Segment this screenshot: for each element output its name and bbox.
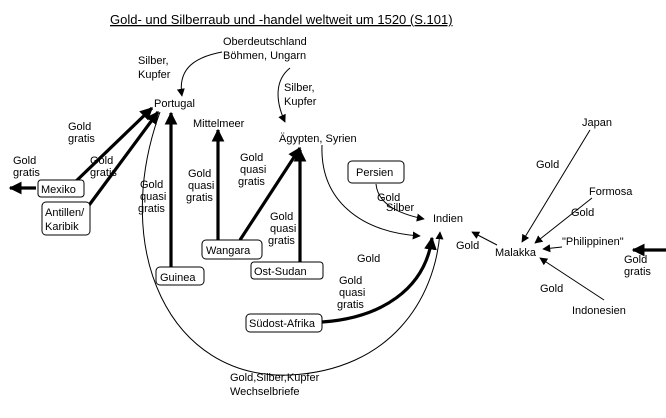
flow-gold-malakka-indien: Gold: [456, 240, 479, 252]
flow-gold-quasi-ostsudan: Gold: [270, 211, 293, 223]
flow-gold-quasi-suedost-c: gratis: [337, 299, 364, 311]
flow-gold-quasi-wangara-c: gratis: [238, 176, 265, 188]
flow-gold-gratis-right: Gold: [624, 254, 647, 266]
flow-gold-silber-kupfer: Gold,Silber,Kupfer: [230, 372, 320, 384]
flow-gold-quasi-mittelmeer: Gold: [188, 168, 211, 180]
flow-gold-quasi-wangara-b: quasi: [240, 164, 266, 176]
label-aegypten-syrien: Ägypten, Syrien: [279, 133, 357, 145]
flow-silber-persien: Silber: [386, 202, 414, 214]
flow-gold-gratis-mexiko: Gold: [68, 121, 91, 133]
label-oberdeutschland: Oberdeutschland: [223, 36, 307, 48]
flow-gold-quasi-guinea-c: gratis: [138, 203, 165, 215]
flow-gold-quasi-ostsudan-c: gratis: [268, 235, 295, 247]
arrow-oberdeutschland-aegypten: [277, 67, 291, 123]
flow-gold-gratis-right-b: gratis: [624, 266, 651, 278]
label-mittelmeer: Mittelmeer: [193, 118, 245, 130]
flow-gold-gratis-antillen: Gold: [90, 155, 113, 167]
flow-gold-gratis-mexiko-b: gratis: [68, 133, 95, 145]
arrow-aegypten-indien: [321, 144, 421, 240]
flow-gold-quasi-mittelmeer-b: quasi: [188, 180, 214, 192]
flow-gold-gratis-antillen-b: gratis: [90, 167, 117, 179]
label-ostsudan: Ost-Sudan: [254, 266, 307, 278]
label-boehmen-ungarn: Böhmen, Ungarn: [223, 50, 306, 62]
box-guinea: [155, 266, 205, 286]
box-persien: [347, 160, 405, 184]
label-karibik: Karibik: [45, 221, 79, 233]
box-ostsudan: [250, 261, 324, 280]
flow-gold-gratis-left-b: gratis: [13, 167, 40, 179]
flow-silber-kupfer-2b: Kupfer: [284, 96, 317, 108]
label-wangara: Wangara: [206, 245, 251, 257]
flow-gold-formosa: Gold: [571, 207, 594, 219]
flow-silber-kupfer-2: Silber,: [284, 82, 315, 94]
label-indonesien: Indonesien: [572, 305, 626, 317]
flow-gold-quasi-suedost: Gold: [339, 275, 362, 287]
label-portugal: Portugal: [154, 98, 195, 110]
label-japan: Japan: [582, 117, 612, 129]
flow-silber-kupfer-1b: Kupfer: [138, 69, 171, 81]
flow-gold-quasi-guinea-b: quasi: [140, 191, 166, 203]
arrow-malakka-indien: [471, 231, 498, 246]
flow-silber-kupfer-1: Silber,: [138, 55, 169, 67]
arrow-persien-indien: [375, 183, 425, 222]
label-malakka: Malakka: [495, 247, 537, 259]
flow-gold-quasi-wangara: Gold: [240, 152, 263, 164]
flow-gold-quasi-mittelmeer-c: gratis: [186, 192, 213, 204]
flow-gold-indonesien: Gold: [540, 283, 563, 295]
label-indien: Indien: [433, 213, 463, 225]
arrow-suedostafrika-indien: [321, 236, 437, 324]
label-antillen: Antillen/: [45, 207, 85, 219]
flow-gold-quasi-ostsudan-b: quasi: [270, 223, 296, 235]
arrow-philippinen-malakka: [542, 244, 563, 253]
flow-gold-quasi-guinea: Gold: [140, 179, 163, 191]
box-suedostafrika: [245, 313, 323, 333]
diagram-title: Gold- und Silberraub und -handel weltwei…: [110, 12, 453, 27]
flow-gold-japan: Gold: [536, 159, 559, 171]
label-suedostafrika: Südost-Afrika: [249, 318, 316, 330]
label-philippinen: "Philippinen": [562, 236, 624, 248]
box-wangara: [201, 239, 263, 260]
arrow-japan-malakka: [521, 129, 591, 243]
arrow-indonesien-malakka: [539, 257, 605, 301]
label-guinea: Guinea: [160, 272, 196, 284]
label-mexiko: Mexiko: [41, 184, 76, 196]
label-persien: Persien: [356, 167, 393, 179]
flow-wechselbriefe: Wechselbriefe: [230, 386, 300, 398]
arrow-wangara-aegypten: [238, 146, 302, 241]
flow-gold-gratis-left: Gold: [13, 155, 36, 167]
flow-gold-persien: Gold: [377, 192, 400, 204]
label-formosa: Formosa: [589, 186, 633, 198]
arrow-antillen-portugal: [85, 110, 160, 209]
flow-gold-aegypten-indien: Gold: [357, 253, 380, 265]
flow-gold-quasi-suedost-b: quasi: [339, 287, 365, 299]
arrow-mexiko-portugal: [70, 106, 154, 187]
box-antillen: [41, 201, 91, 236]
arrow-formosa-malakka: [534, 197, 593, 244]
arrow-oberdeutschland-portugal: [176, 51, 223, 97]
box-mexiko: [37, 179, 85, 198]
arrow-portugal-indien-loop: [141, 111, 444, 376]
